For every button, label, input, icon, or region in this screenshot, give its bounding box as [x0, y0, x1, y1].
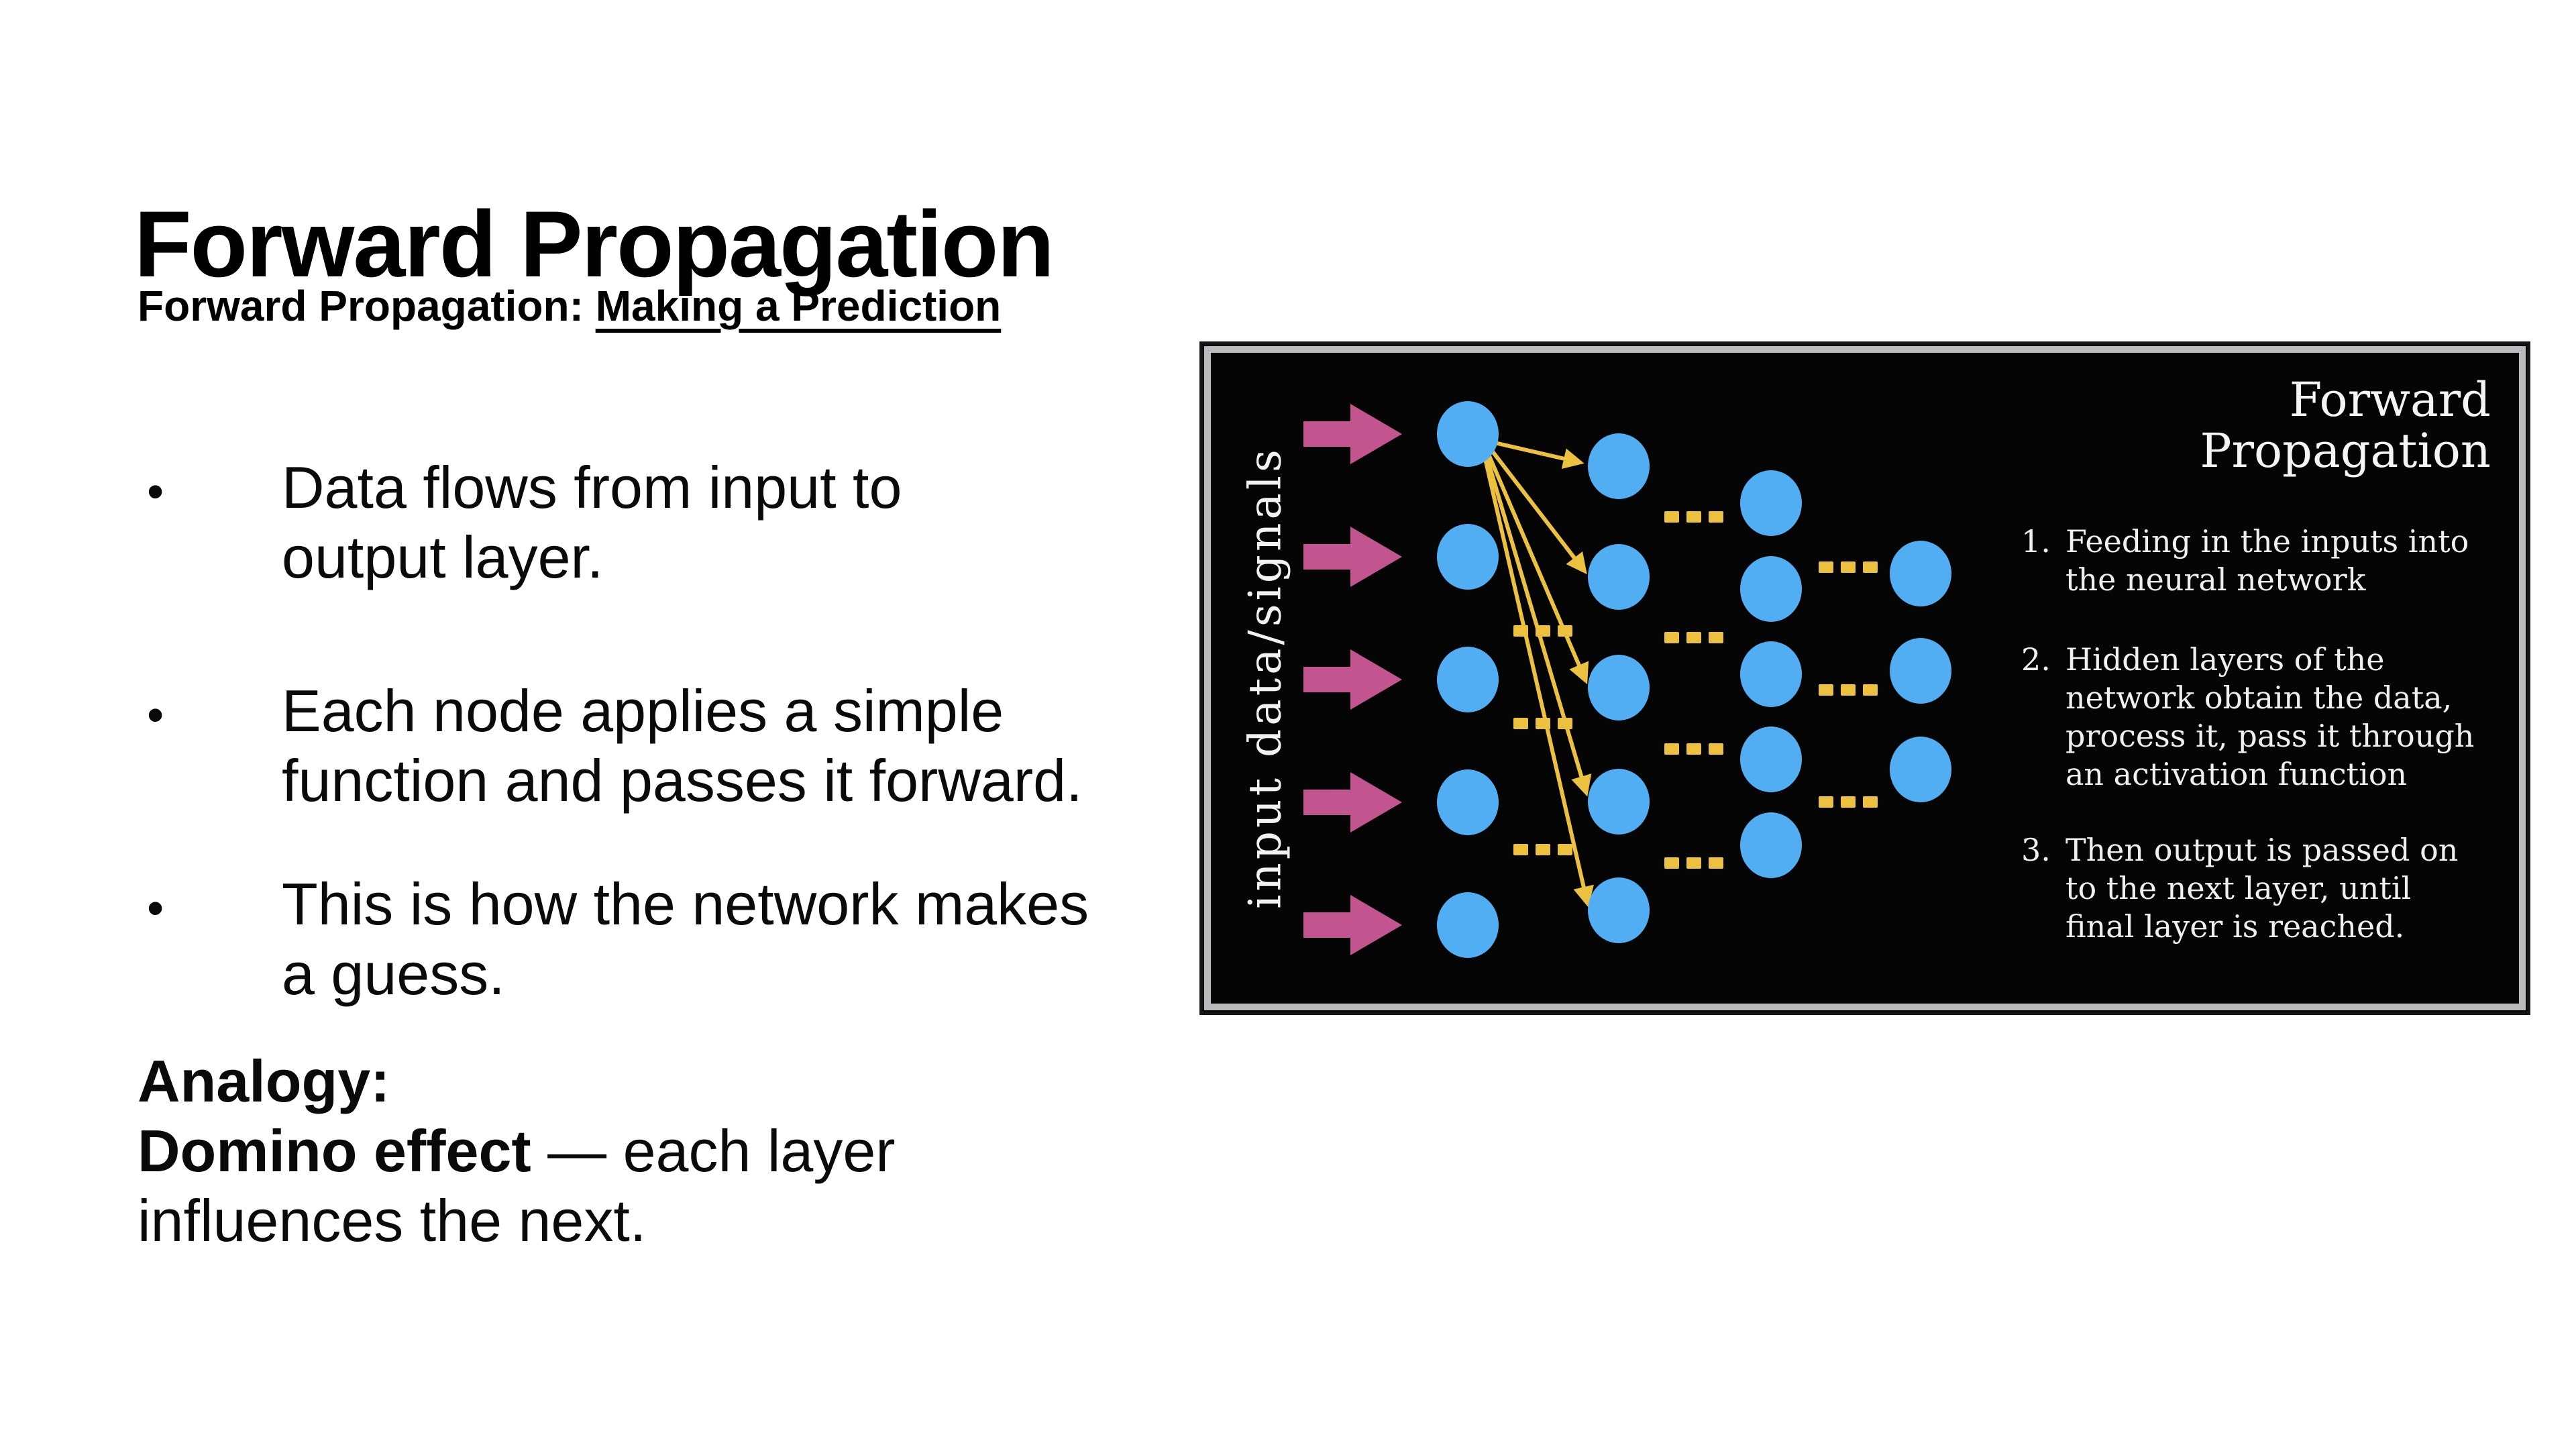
ellipsis-dash: [1819, 796, 1833, 808]
analogy-bold: Domino effect: [138, 1118, 531, 1184]
network-node: [1740, 470, 1802, 536]
ellipsis-dash: [1841, 684, 1856, 696]
ellipsis-dash: [1709, 511, 1723, 523]
network-node: [1740, 727, 1802, 792]
figure-inner-frame: [1204, 346, 2526, 1010]
ellipsis-dash: [1841, 796, 1856, 808]
ellipsis-dash: [1686, 632, 1701, 643]
ellipsis-dash: [1664, 511, 1679, 523]
analogy-rest: — each layer: [531, 1118, 896, 1184]
network-node: [1588, 433, 1650, 499]
ellipsis-dash: [1513, 844, 1528, 855]
ellipsis-dash: [1513, 718, 1528, 729]
network-node: [1588, 769, 1650, 835]
ellipsis-dash: [1664, 632, 1679, 643]
ellipsis-dash: [1819, 684, 1833, 696]
ellipsis-dash: [1558, 718, 1572, 729]
analogy-line3: influences the next.: [138, 1187, 647, 1254]
input-arrow: [1303, 895, 1402, 955]
ellipsis-dash: [1536, 625, 1550, 637]
input-arrow: [1303, 527, 1402, 587]
analogy-paragraph: Analogy: Domino effect — each layer infl…: [138, 1046, 1224, 1256]
connection-arrow: [1488, 447, 1587, 575]
input-arrow: [1303, 772, 1402, 833]
network-node: [1890, 638, 1951, 704]
network-node: [1437, 647, 1499, 712]
network-node: [1740, 556, 1802, 622]
network-node: [1890, 541, 1951, 606]
subtitle-prefix: Forward Propagation:: [138, 282, 596, 330]
subtitle-underlined: Making a Prediction: [595, 282, 1002, 330]
network-node: [1588, 877, 1650, 943]
connection-arrow: [1483, 458, 1594, 908]
connection-arrow: [1485, 455, 1592, 797]
ellipsis-dash: [1558, 625, 1572, 637]
page-title: Forward Propagation: [134, 191, 1055, 297]
bullet-marker: •: [147, 881, 164, 935]
ellipsis-dash: [1863, 561, 1878, 573]
network-node: [1437, 524, 1499, 590]
ellipsis-dash: [1841, 561, 1856, 573]
ellipsis-dash: [1709, 632, 1723, 643]
ellipsis-dash: [1686, 743, 1701, 755]
input-arrow: [1303, 404, 1402, 464]
network-node: [1740, 812, 1802, 878]
network-node: [1437, 769, 1499, 835]
step-number: 2.: [2021, 641, 2051, 678]
figure-outer-border: [1199, 341, 2530, 1015]
bullet-marker: •: [147, 688, 164, 742]
ellipsis-dash: [1709, 857, 1723, 869]
ellipsis-dash: [1863, 796, 1878, 808]
step-number: 1.: [2021, 523, 2051, 559]
network-node: [1588, 544, 1650, 610]
network-node: [1588, 655, 1650, 720]
ellipsis-dash: [1686, 511, 1701, 523]
network-node: [1437, 401, 1499, 467]
ellipsis-dash: [1709, 743, 1723, 755]
ellipsis-dash: [1536, 718, 1550, 729]
network-node: [1437, 892, 1499, 958]
ellipsis-dash: [1536, 844, 1550, 855]
ellipsis-dash: [1863, 684, 1878, 696]
ellipsis-dash: [1686, 857, 1701, 869]
neural-network-graphic: [1199, 341, 2530, 1015]
bullet-marker: •: [147, 465, 164, 519]
input-arrow: [1303, 649, 1402, 710]
ellipsis-dash: [1664, 857, 1679, 869]
ellipsis-dash: [1558, 844, 1572, 855]
ellipsis-dash: [1513, 625, 1528, 637]
network-node: [1740, 641, 1802, 707]
step-number: 3.: [2021, 832, 2051, 868]
ellipsis-dash: [1819, 561, 1833, 573]
analogy-label: Analogy:: [138, 1048, 390, 1114]
ellipsis-dash: [1664, 743, 1679, 755]
network-node: [1890, 737, 1951, 802]
subtitle: Forward Propagation: Making a Prediction: [138, 284, 1001, 327]
connection-arrow: [1491, 440, 1585, 469]
input-data-label: input data/signals: [1239, 446, 1291, 909]
connection-arrow: [1486, 451, 1589, 685]
